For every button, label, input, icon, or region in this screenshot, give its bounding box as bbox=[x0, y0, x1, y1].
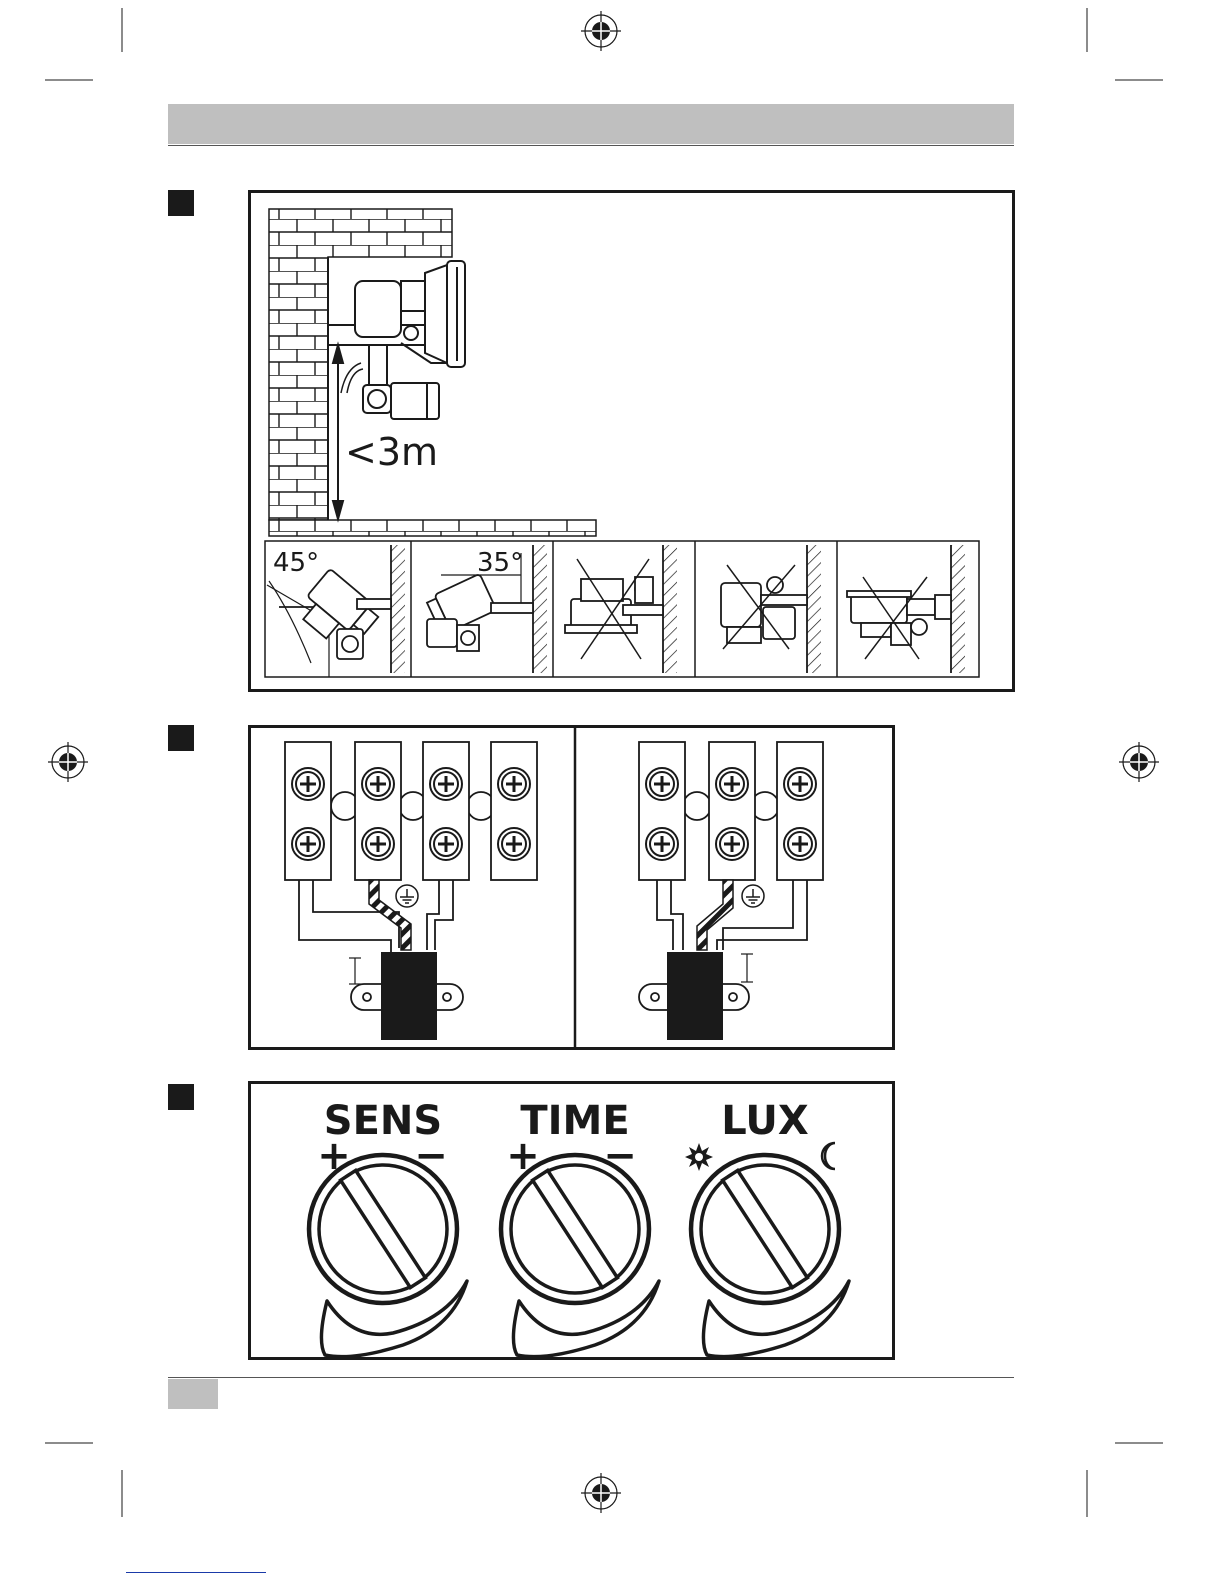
terminal-block-right bbox=[639, 742, 823, 1040]
header-rule bbox=[168, 145, 1014, 146]
floodlight-mounted bbox=[328, 261, 465, 419]
footer-rule bbox=[168, 1377, 1014, 1378]
page-number-tab bbox=[168, 1379, 218, 1409]
sens-knob-group: SENS + − bbox=[309, 1098, 467, 1357]
terminal-block-left bbox=[285, 742, 537, 1040]
registration-mark-right bbox=[1119, 742, 1159, 782]
lux-knob-group: LUX bbox=[685, 1098, 849, 1357]
bottom-link-underline bbox=[126, 1572, 266, 1573]
max-height-label: <3m bbox=[345, 430, 438, 474]
sens-knob[interactable] bbox=[309, 1155, 467, 1357]
registration-mark-top bbox=[581, 11, 621, 51]
earth-symbol-right bbox=[742, 885, 764, 907]
moon-icon bbox=[822, 1143, 835, 1169]
angle-35-label: 35° bbox=[477, 548, 523, 578]
knobs-illustration: SENS + − TIME + − LUX bbox=[251, 1084, 892, 1357]
lux-knob[interactable] bbox=[691, 1155, 849, 1357]
figure-marker-2 bbox=[168, 725, 194, 751]
mounting-figure-panel: <3m 45° bbox=[248, 190, 1015, 692]
header-bar bbox=[168, 104, 1014, 144]
earth-symbol-left bbox=[396, 885, 418, 907]
knobs-figure-panel: SENS + − TIME + − LUX bbox=[248, 1081, 895, 1360]
angle-45-label: 45° bbox=[273, 548, 319, 578]
wiring-figure-panel bbox=[248, 725, 895, 1050]
time-knob[interactable] bbox=[501, 1155, 659, 1357]
registration-mark-left bbox=[48, 742, 88, 782]
brick-wall bbox=[269, 209, 596, 536]
sun-icon bbox=[685, 1143, 713, 1171]
mounting-illustration: <3m 45° bbox=[251, 193, 1012, 689]
figure-marker-1 bbox=[168, 190, 194, 216]
registration-mark-bottom bbox=[581, 1473, 621, 1513]
wiring-diagram bbox=[251, 728, 892, 1047]
figure-marker-3 bbox=[168, 1084, 194, 1110]
time-knob-group: TIME + − bbox=[501, 1098, 659, 1357]
lux-label: LUX bbox=[721, 1098, 809, 1144]
